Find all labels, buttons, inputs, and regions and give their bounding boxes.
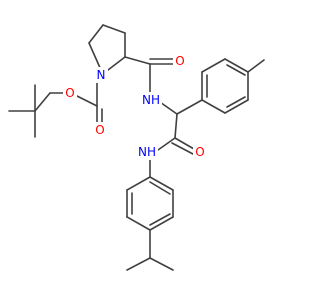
bond	[126, 216, 151, 231]
pyrrolidine-ring	[88, 24, 126, 71]
bond	[226, 64, 246, 76]
tert-butyl-group	[8, 84, 51, 138]
atom-label-background	[63, 85, 77, 101]
bond	[201, 58, 226, 73]
bond	[124, 56, 151, 65]
bond	[149, 181, 171, 195]
bond	[76, 95, 98, 107]
atom-label-background	[136, 144, 158, 160]
amide1-nh-label: NH	[142, 93, 160, 107]
bond	[107, 56, 126, 71]
atom-label-background	[193, 144, 207, 160]
amide2-oxygen-label: O	[195, 145, 204, 159]
amide-1	[124, 56, 174, 96]
bond	[126, 257, 151, 271]
bond	[157, 137, 176, 151]
bond	[88, 24, 104, 44]
bond	[149, 176, 174, 191]
atom-labels: O O N O NH O NH	[63, 53, 207, 160]
bond	[102, 24, 126, 34]
atom-label-background	[140, 92, 162, 108]
bond	[149, 257, 174, 271]
bond	[247, 59, 265, 73]
isopropylphenyl-ring	[126, 176, 174, 231]
bond	[88, 42, 102, 71]
bond	[176, 99, 203, 115]
bond	[171, 142, 194, 155]
bond	[201, 99, 226, 114]
bond	[149, 213, 171, 226]
boc-carbonyl-oxygen-label: O	[95, 123, 104, 137]
boc-ester	[49, 78, 103, 123]
atom-label-background	[173, 53, 187, 69]
bond	[174, 137, 195, 150]
bond	[224, 58, 249, 73]
atom-label-background	[94, 67, 108, 83]
p-tolyl-ring	[201, 58, 265, 114]
bond	[149, 216, 174, 231]
amide-2	[149, 137, 195, 178]
amide1-oxygen-label: O	[175, 54, 184, 68]
bond	[126, 176, 151, 191]
amide2-nh-label: NH	[138, 145, 156, 159]
bond	[34, 92, 51, 112]
molecule-canvas: O O N O NH O NH	[8, 24, 265, 271]
alpha-carbon-bonds	[156, 99, 203, 139]
boc-ester-oxygen-label: O	[65, 86, 74, 100]
pyrrolidine-nitrogen-label: N	[97, 68, 106, 82]
bond	[174, 113, 178, 139]
molecule-structure-diagram: O O N O NH O NH	[8, 24, 265, 271]
bond	[226, 96, 246, 108]
isopropyl-group	[126, 229, 174, 271]
bond	[224, 99, 249, 114]
atom-label-background	[93, 122, 107, 138]
